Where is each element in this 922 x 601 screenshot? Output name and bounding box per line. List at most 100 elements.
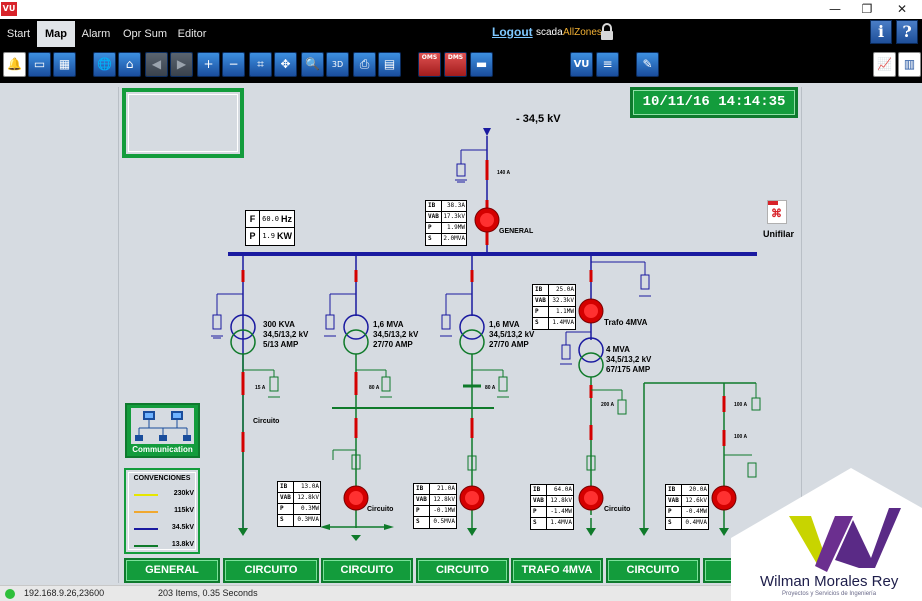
minimize-button[interactable]: — bbox=[829, 2, 841, 16]
transformer-3-label: 1,6 MVA 34,5/13,2 kV 27/70 AMP bbox=[489, 320, 535, 349]
meter-value: 0.3MVA bbox=[297, 516, 319, 523]
bell-icon[interactable]: 🔔 bbox=[3, 52, 26, 77]
trend-icon[interactable]: 📈 bbox=[873, 52, 896, 77]
view-3d-icon[interactable]: 3D bbox=[326, 52, 349, 77]
meter-value: -1.4MW bbox=[550, 508, 572, 515]
trafo-4mva-label: Trafo 4MVA bbox=[604, 318, 648, 327]
help-icon[interactable]: ? bbox=[896, 20, 918, 44]
meter-value: -0.4MW bbox=[685, 508, 707, 515]
meter-value: 1.4MVA bbox=[552, 319, 574, 326]
nav-button-circuito-1[interactable]: CIRCUITO bbox=[223, 558, 319, 583]
watermark-name: Wilman Morales Rey bbox=[760, 573, 899, 590]
nav-button-general[interactable]: GENERAL bbox=[124, 558, 220, 583]
zoom-in-icon[interactable]: + bbox=[197, 52, 220, 77]
legend-item-label: 230kV bbox=[173, 490, 194, 497]
meter-value: 20.0A bbox=[688, 486, 707, 493]
meter-key: P bbox=[531, 507, 547, 517]
feeder-5 bbox=[639, 382, 761, 536]
pen-icon[interactable]: ✎ bbox=[636, 52, 659, 77]
meter-value: -0.1MW bbox=[433, 507, 455, 514]
back-icon[interactable]: ◀ bbox=[145, 52, 168, 77]
meter-value: 12.8kV bbox=[550, 497, 572, 504]
communication-button[interactable]: Communication bbox=[125, 403, 200, 458]
forward-icon[interactable]: ▶ bbox=[170, 52, 193, 77]
meter-key: VAB bbox=[414, 495, 430, 505]
meter-key: IB bbox=[666, 485, 682, 495]
watermark-logo bbox=[731, 468, 922, 601]
vu-icon[interactable]: VU bbox=[570, 52, 593, 77]
list-icon[interactable]: ≡ bbox=[596, 52, 619, 77]
globe-icon[interactable]: 🌐 bbox=[93, 52, 116, 77]
nav-button-circuito-2[interactable]: CIRCUITO bbox=[321, 558, 413, 583]
unifilar-link[interactable]: Unifilar bbox=[763, 229, 795, 239]
maximize-button[interactable]: ❐ bbox=[861, 2, 873, 16]
tab-editor[interactable]: Editor bbox=[177, 28, 207, 40]
current-label-80a-2: 80 A bbox=[485, 385, 496, 391]
fp-value: 60.0 bbox=[262, 215, 279, 223]
meter-value: 12.6kV bbox=[685, 497, 707, 504]
status-items: 203 Items, 0.35 Seconds bbox=[158, 588, 258, 598]
menu-bar: Start Map Alarm Opr Sum Editor Logout sc… bbox=[0, 19, 922, 47]
search-icon[interactable]: 🔍 bbox=[301, 52, 324, 77]
nav-button-trafo-4mva[interactable]: TRAFO 4MVA bbox=[511, 558, 603, 583]
transformer-1-label: 300 KVA 34,5/13,2 kV 5/13 AMP bbox=[263, 320, 309, 349]
tile-icon[interactable]: ▦ bbox=[53, 52, 76, 77]
current-label-100a-2: 100 A bbox=[734, 434, 748, 440]
current-label-140a: 140 A bbox=[497, 170, 511, 176]
communication-label: Communication bbox=[132, 445, 193, 454]
tab-map[interactable]: Map bbox=[37, 21, 75, 47]
fp-key: F bbox=[246, 211, 260, 227]
general-label: GENERAL bbox=[499, 228, 534, 235]
report-icon[interactable]: ▤ bbox=[378, 52, 401, 77]
meter-value: 21.0A bbox=[436, 485, 455, 492]
tab-start[interactable]: Start bbox=[6, 28, 31, 40]
meter-value: 13.0A bbox=[300, 483, 319, 490]
meter-key: P bbox=[426, 223, 442, 233]
legend-item: 115kV bbox=[134, 507, 194, 517]
dms-icon[interactable]: DMS bbox=[444, 52, 467, 77]
tab-opr-sum[interactable]: Opr Sum bbox=[122, 28, 167, 40]
legend-item: 230kV bbox=[134, 490, 194, 500]
tab-alarm[interactable]: Alarm bbox=[81, 28, 111, 40]
lock-icon[interactable] bbox=[600, 23, 614, 41]
window-icon[interactable]: ▭ bbox=[28, 52, 51, 77]
meter-key: VAB bbox=[666, 496, 682, 506]
transformer-4-label: 4 MVA 34,5/13,2 kV 67/175 AMP bbox=[606, 345, 652, 374]
feeder-1 bbox=[211, 254, 280, 536]
fp-unit: KW bbox=[277, 231, 292, 241]
zoom-out-icon[interactable]: − bbox=[222, 52, 245, 77]
meter-key: S bbox=[533, 318, 549, 329]
chart-icon[interactable]: ▥ bbox=[898, 52, 921, 77]
feeder-4 bbox=[560, 254, 651, 536]
home-icon[interactable]: ⌂ bbox=[118, 52, 141, 77]
meter-value: 2.0MVA bbox=[443, 235, 465, 242]
pan-icon[interactable]: ✥ bbox=[274, 52, 297, 77]
current-label-15a: 15 A bbox=[255, 385, 266, 391]
meter-value: 12.8kV bbox=[297, 494, 319, 501]
print-icon[interactable]: ⎙ bbox=[353, 52, 376, 77]
crop-icon[interactable]: ⌗ bbox=[249, 52, 272, 77]
legend-title: CONVENCIONES bbox=[133, 475, 191, 482]
meter-key: S bbox=[278, 515, 294, 526]
feeder-2 bbox=[320, 254, 494, 541]
config-icon[interactable]: ▬ bbox=[470, 52, 493, 77]
oms-icon[interactable]: OMS bbox=[418, 52, 441, 77]
meter-value: 0.4MVA bbox=[685, 519, 707, 526]
close-button[interactable]: ✕ bbox=[896, 2, 908, 16]
meter-key: IB bbox=[414, 484, 430, 494]
status-bar: 192.168.9.26,23600 203 Items, 0.35 Secon… bbox=[0, 585, 922, 601]
meter-value: 0.3MW bbox=[300, 505, 319, 512]
info-icon[interactable]: i bbox=[870, 20, 892, 44]
voltage-label: - 34,5 kV bbox=[516, 113, 561, 125]
nav-button-circuito-3[interactable]: CIRCUITO bbox=[416, 558, 509, 583]
logout-link[interactable]: Logout bbox=[492, 25, 533, 39]
nav-button-circuito-4[interactable]: CIRCUITO bbox=[606, 558, 700, 583]
connection-status-icon bbox=[5, 589, 15, 599]
user-label: scada bbox=[536, 27, 563, 38]
overview-frame[interactable] bbox=[122, 88, 244, 158]
pdf-icon[interactable]: ⌘ bbox=[767, 200, 787, 224]
